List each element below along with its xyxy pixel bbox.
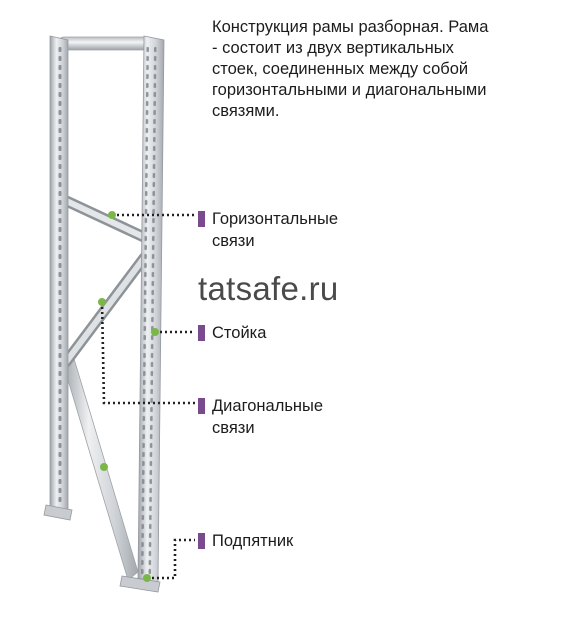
top-tube <box>57 36 155 51</box>
diagonal-tube <box>60 252 150 368</box>
leader-lines <box>100 213 195 580</box>
dot-horizontal <box>108 211 116 219</box>
description-line: Конструкция рамы разборная. Рама <box>212 18 489 36</box>
callout-marker <box>198 325 205 341</box>
callout-label: Диагональные <box>212 397 324 415</box>
callout-label: Горизонтальные <box>212 210 338 228</box>
callout-label: Подпятник <box>212 532 294 550</box>
description-line: стоек, соединенных между собой <box>212 60 469 78</box>
callout-label: связи <box>212 232 255 250</box>
leader-foot <box>147 538 195 580</box>
callout-marker <box>198 533 205 549</box>
dot-post <box>151 328 159 336</box>
description-line: - состоит из двух вертикальных <box>212 39 454 57</box>
dot-foot <box>143 574 151 582</box>
horizontal-tube <box>54 192 152 244</box>
right-post <box>119 35 165 593</box>
left-post <box>43 35 73 521</box>
callout-marker <box>198 398 205 414</box>
callout-label: Стойка <box>212 324 267 342</box>
frame-description: Конструкция рамы разборная. Рама - состо… <box>212 17 552 122</box>
dot-diagonal-upper <box>98 298 106 306</box>
description-line: связями. <box>212 102 280 120</box>
leader-diagonal <box>100 301 195 405</box>
diagonal-brace-lower <box>61 351 139 581</box>
callout-dots <box>98 211 159 582</box>
description-line: горизонтальными и диагональными <box>212 81 487 99</box>
watermark: tatsafe.ru <box>198 270 339 307</box>
callout-label: связи <box>212 419 255 437</box>
callout-marker <box>198 211 205 227</box>
dot-diagonal-lower <box>100 463 108 471</box>
